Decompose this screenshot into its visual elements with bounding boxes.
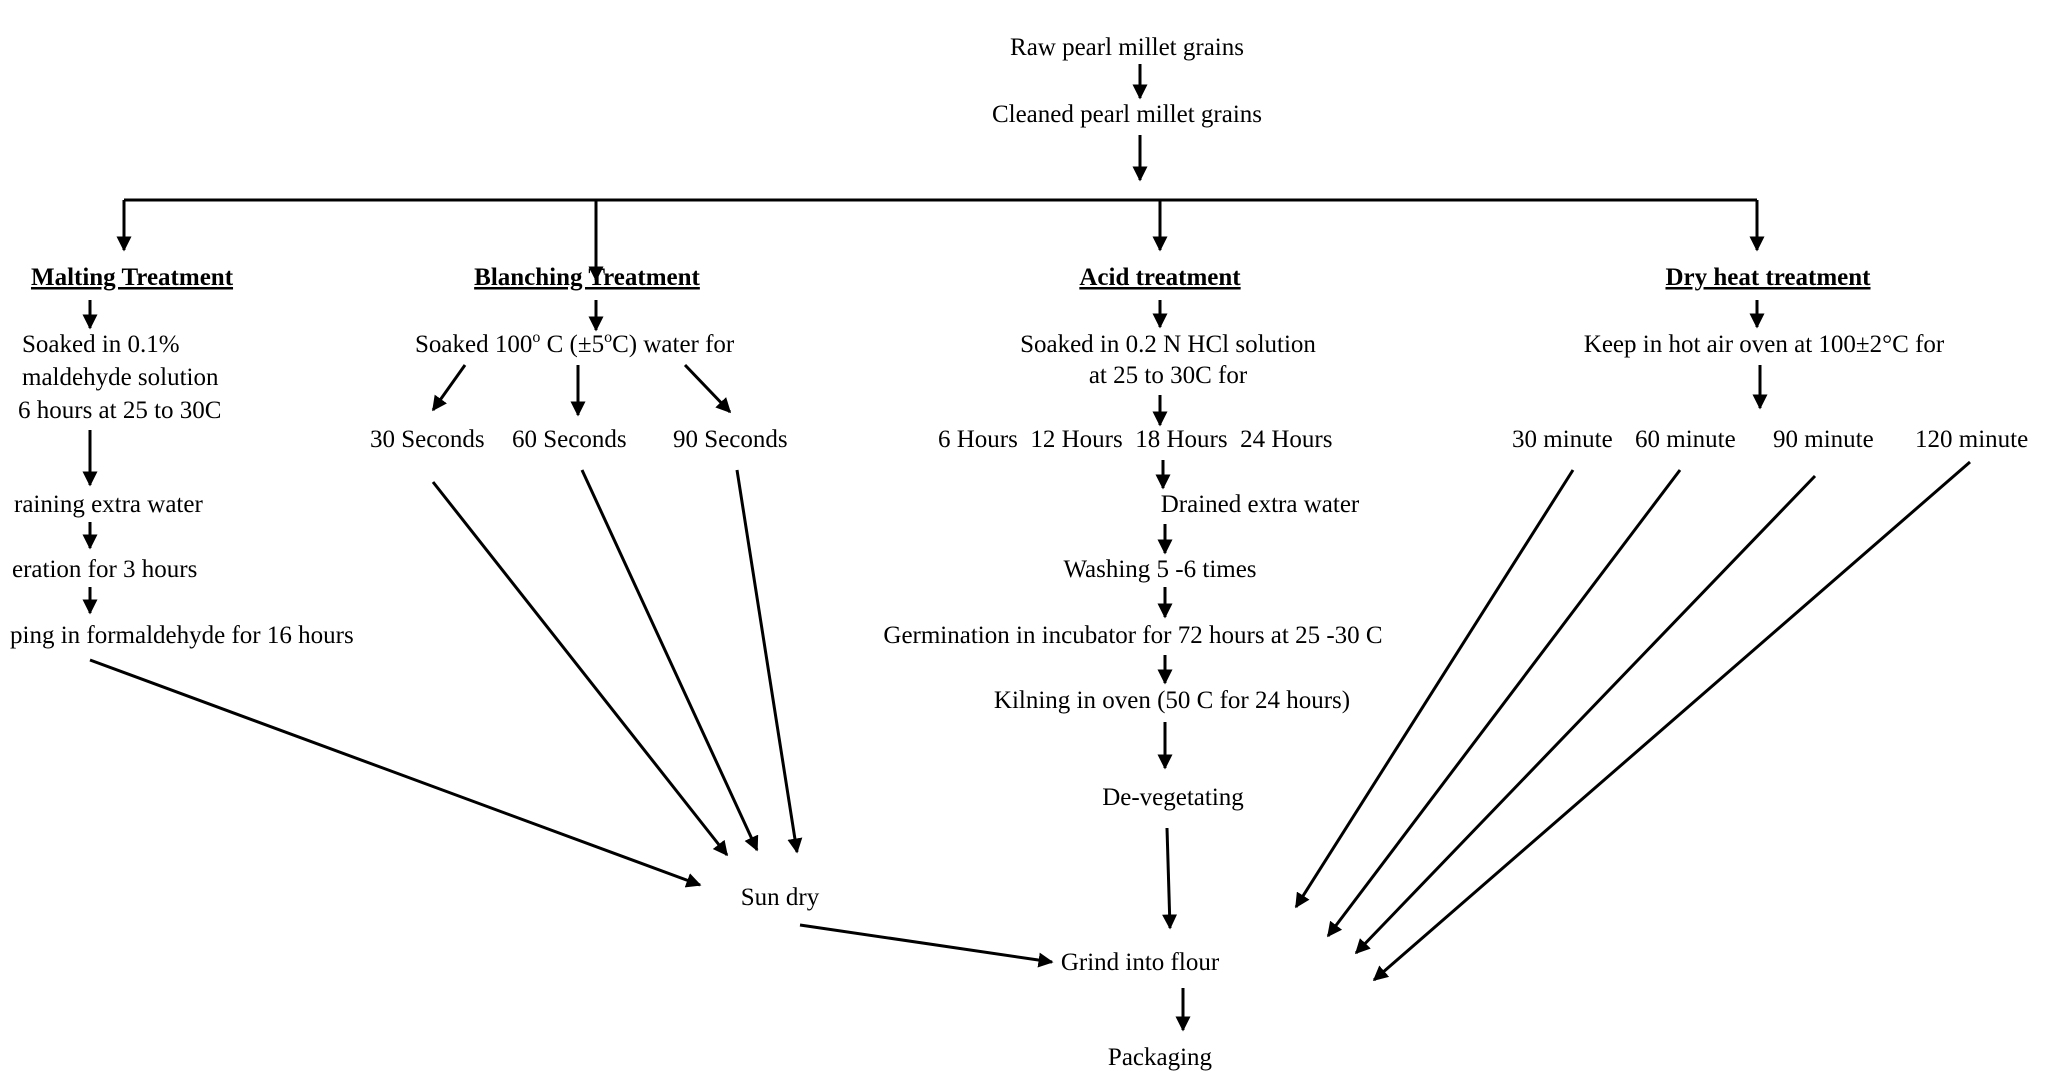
blanching-title: Blanching Treatment [474, 264, 700, 291]
arrow-60min-to-grind [1326, 469, 1682, 938]
arrow-30min-to-grind [1294, 469, 1575, 909]
acid-devegetating: De-vegetating [1102, 784, 1244, 811]
arrow-90-to-sundry [735, 469, 803, 854]
acid-germination: Germination in incubator for 72 hours at… [883, 622, 1382, 649]
sun-dry-label: Sun dry [741, 884, 820, 911]
blanching-90-seconds: 90 Seconds [673, 426, 788, 453]
malting-soak-line3: 6 hours at 25 to 30C [18, 397, 221, 424]
dryheat-120-minute: 120 minute [1915, 426, 2028, 453]
arrow-blanching-30 [431, 364, 467, 412]
dryheat-60-minute: 60 minute [1635, 426, 1736, 453]
malting-title: Malting Treatment [31, 264, 234, 291]
acid-hours: 6 Hours 12 Hours 18 Hours 24 Hours [938, 426, 1332, 453]
malting-steep: ping in formaldehyde for 16 hours [10, 622, 354, 649]
malting-aeration: eration for 3 hours [12, 556, 197, 583]
arrow-90min-to-grind [1354, 474, 1817, 955]
arrow-malting-to-sundry [89, 658, 702, 888]
raw-grains-label: Raw pearl millet grains [1010, 34, 1244, 61]
acid-soak-line1: Soaked in 0.2 N HCl solution [1020, 331, 1316, 358]
arrow-30-to-sundry [431, 481, 729, 857]
malting-drain: raining extra water [14, 491, 203, 518]
arrow-sundry-to-grind [799, 923, 1054, 968]
cleaned-grains-label: Cleaned pearl millet grains [992, 101, 1262, 128]
blanching-30-seconds: 30 Seconds [370, 426, 485, 453]
arrow-blanching-90 [683, 363, 732, 414]
acid-washing: Washing 5 -6 times [1063, 556, 1256, 583]
dryheat-90-minute: 90 minute [1773, 426, 1874, 453]
acid-title: Acid treatment [1079, 264, 1241, 291]
blanching-60-seconds: 60 Seconds [512, 426, 627, 453]
arrow-devegetating-to-grind [1162, 827, 1178, 930]
grind-flour-label: Grind into flour [1061, 949, 1220, 976]
dryheat-title: Dry heat treatment [1665, 264, 1871, 291]
acid-drained: Drained extra water [1161, 491, 1360, 518]
acid-kilning: Kilning in oven (50 C for 24 hours) [994, 687, 1350, 714]
acid-soak-line2: at 25 to 30C for [1089, 362, 1248, 389]
malting-soak-line2: maldehyde solution [22, 364, 219, 391]
dryheat-30-minute: 30 minute [1512, 426, 1613, 453]
packaging-label: Packaging [1108, 1044, 1213, 1071]
blanching-soak: Soaked 100o C (±5oC) water for [415, 329, 735, 358]
malting-soak-line1: Soaked in 0.1% [22, 331, 180, 358]
arrow-60-to-sundry [580, 469, 759, 852]
dryheat-keep: Keep in hot air oven at 100±2°C for [1584, 331, 1945, 358]
arrow-120min-to-grind [1372, 460, 1971, 982]
